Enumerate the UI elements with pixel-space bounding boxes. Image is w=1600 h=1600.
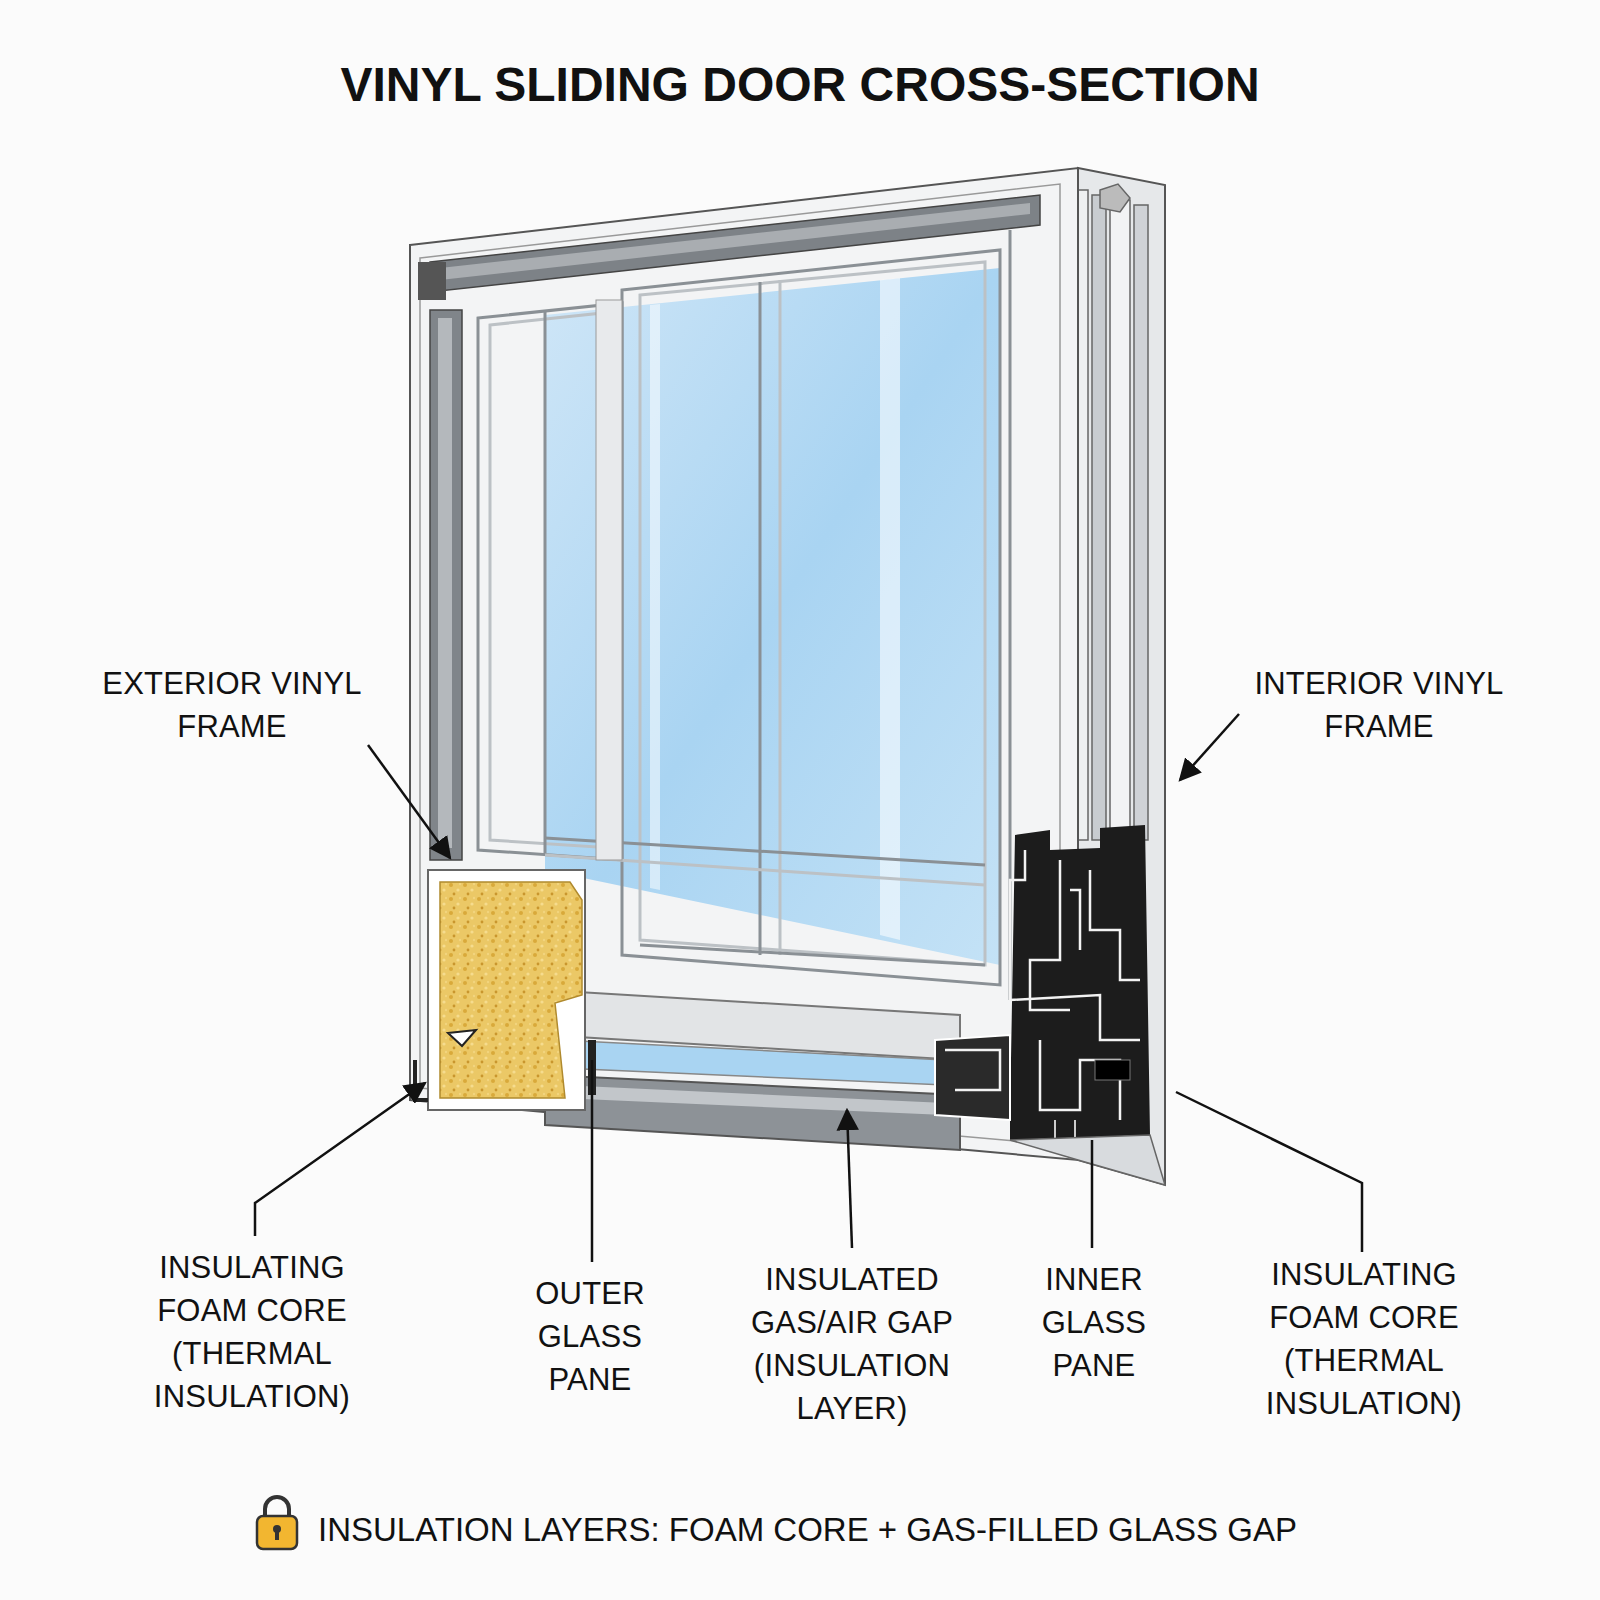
part-label: OUTER GLASS PANE (515, 1272, 665, 1401)
part-label: EXTERIOR VINYL FRAME (82, 662, 382, 748)
interior-profile (935, 825, 1150, 1145)
frame-front (410, 168, 1078, 1160)
part-label: INSULATING FOAM CORE (THERMAL INSULATION… (1244, 1253, 1484, 1425)
part-label: INTERIOR VINYL FRAME (1229, 662, 1529, 748)
diagram-title: VINYL SLIDING DOOR CROSS-SECTION (340, 57, 1259, 112)
lock-icon (257, 1497, 297, 1549)
foam-core (440, 882, 582, 1098)
leader-lines (255, 714, 1362, 1262)
caption-note: INSULATION LAYERS: FOAM CORE + GAS-FILLE… (318, 1511, 1297, 1549)
glass-pane (545, 268, 1000, 965)
exterior-jamb (430, 310, 462, 860)
part-label: INNER GLASS PANE (1019, 1258, 1169, 1387)
part-label: INSULATING FOAM CORE (THERMAL INSULATION… (132, 1246, 372, 1418)
part-label: INSULATED GAS/AIR GAP (INSULATION LAYER) (727, 1258, 977, 1430)
